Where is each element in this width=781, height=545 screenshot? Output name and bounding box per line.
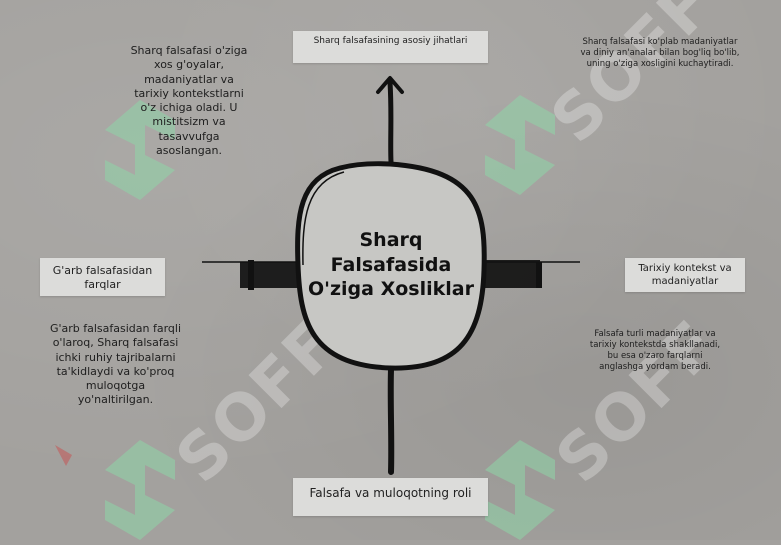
note-bottom-right: Falsafa turli madaniyatlar va tarixiy ko… bbox=[589, 329, 721, 373]
center-title: Sharq Falsafasida O'ziga Xosliklar bbox=[308, 228, 474, 301]
watermark-logo-icon bbox=[105, 440, 175, 540]
connector-top bbox=[387, 79, 394, 165]
center-node-shape bbox=[295, 161, 487, 371]
connector-bottom bbox=[387, 367, 395, 475]
branch-label-right: Tarixiy kontekst va madaniyatlar bbox=[625, 258, 745, 292]
note-bottom-left: G'arb falsafasidan farqli o'laroq, Sharq… bbox=[49, 322, 182, 407]
branch-label-top: Sharq falsafasining asosiy jihatlari bbox=[293, 31, 488, 63]
branch-label-bottom: Falsafa va muloqotning roli bbox=[293, 478, 488, 516]
watermark-logo-icon bbox=[105, 100, 175, 200]
note-top-right: Sharq falsafasi ko'plab madaniyatlar va … bbox=[580, 37, 740, 70]
connector-right-brush bbox=[484, 260, 540, 288]
watermark-logo-icon bbox=[485, 440, 555, 540]
arrow-head-icon bbox=[376, 76, 404, 94]
watermark-logo-icon bbox=[485, 95, 555, 195]
red-mark bbox=[55, 445, 72, 466]
branch-label-left: G'arb falsafasidan farqlar bbox=[40, 258, 165, 296]
note-top-left: Sharq falsafasi o'ziga xos g'oyalar, mad… bbox=[130, 44, 248, 158]
